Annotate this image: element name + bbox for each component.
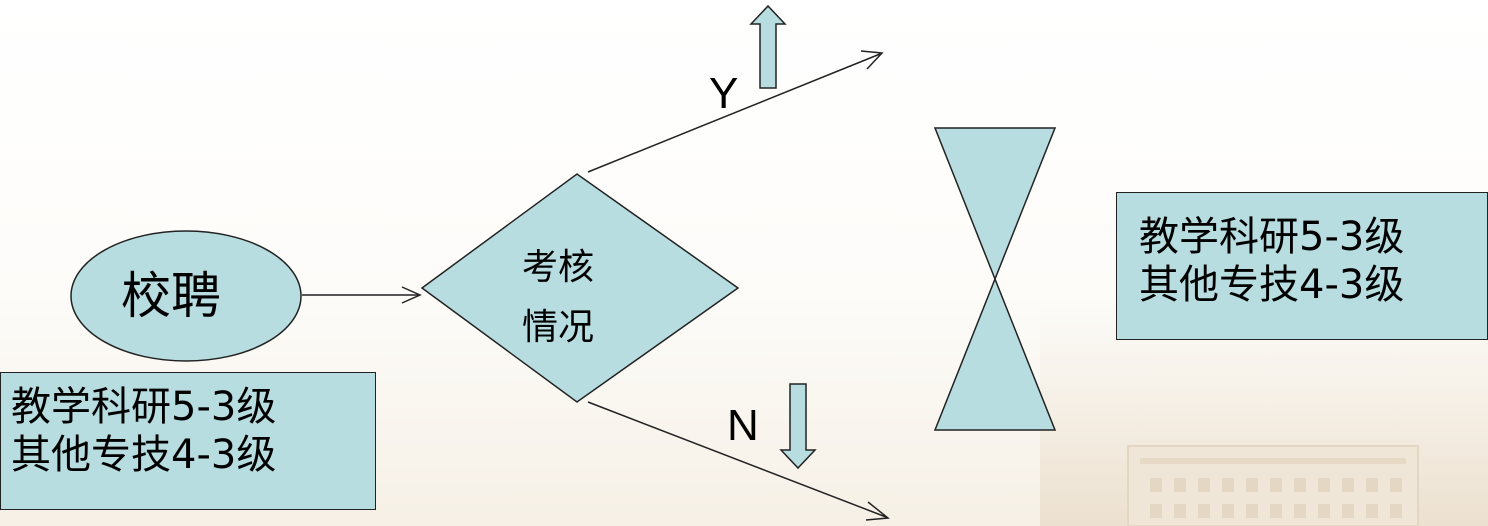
decision-label-line1: 考核 [522, 247, 595, 288]
connector-arrow [302, 286, 422, 304]
yes-label: Y [709, 69, 739, 118]
start-node-label: 校聘 [121, 267, 221, 325]
left-box-line1: 教学科研5-3级 [11, 384, 277, 430]
up-arrow-icon [749, 4, 787, 89]
down-arrow-icon [779, 383, 817, 470]
decision-diamond [420, 173, 740, 403]
right-box-line2: 其他专技4-3级 [1139, 262, 1405, 308]
right-level-box: 教学科研5-3级 其他专技4-3级 [1116, 192, 1488, 340]
no-label: N [727, 401, 759, 450]
hourglass-icon [933, 127, 1057, 431]
no-branch-arrow [587, 401, 890, 521]
start-ellipse [70, 230, 302, 362]
decision-label-line2: 情况 [522, 307, 595, 348]
left-level-box: 教学科研5-3级 其他专技4-3级 [0, 372, 376, 510]
left-box-line2: 其他专技4-3级 [11, 432, 277, 478]
right-box-line1: 教学科研5-3级 [1139, 214, 1405, 260]
yes-branch-arrow [587, 50, 884, 173]
